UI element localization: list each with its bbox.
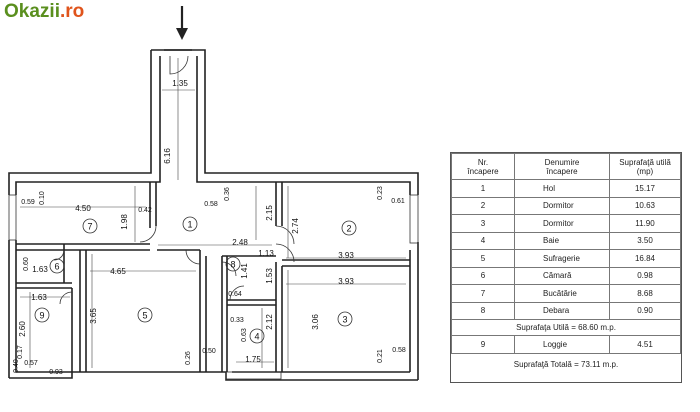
svg-text:8: 8 [230, 260, 235, 270]
dimension-lines [20, 58, 406, 368]
dim-label: 1.53 [265, 268, 274, 284]
dimension-labels: 1.35 6.16 0.36 0.58 2.15 2.74 0.23 0.61 … [13, 79, 406, 376]
room-number-6: 6 [49, 258, 65, 274]
dim-label: 1.41 [240, 263, 249, 279]
dim-label: 0.63 [241, 328, 248, 342]
dim-label: 1.35 [172, 79, 188, 88]
util-area-row: Suprafaţa Utilă = 68.60 m.p. [451, 319, 681, 336]
header-area: Suprafaţă utilă (mp) [609, 153, 681, 180]
header-nr: Nr. încapere [451, 153, 515, 180]
room-number-8: 8 [225, 256, 241, 272]
dim-label: 0.58 [392, 347, 406, 354]
room-number-3: 3 [337, 311, 353, 327]
room-number-4: 4 [249, 328, 265, 344]
logo-suffix: .ro [59, 1, 85, 22]
svg-text:4: 4 [254, 332, 259, 342]
door-swings [53, 55, 295, 305]
dim-label: 0.33 [230, 317, 244, 324]
room-number-5: 5 [137, 307, 153, 323]
svg-text:2: 2 [346, 224, 351, 234]
dim-label: 1.98 [120, 214, 129, 230]
interior-walls [16, 182, 410, 372]
dim-label: 3.06 [311, 314, 320, 330]
dim-label: 0.58 [204, 201, 218, 208]
dim-label: 2.60 [18, 321, 27, 337]
dim-label: 3.93 [338, 251, 354, 260]
dim-label: 0.61 [391, 198, 405, 205]
dim-label: 1.63 [31, 293, 47, 302]
dim-label: 0.26 [185, 351, 192, 365]
dim-label: 4.65 [110, 267, 126, 276]
table-header: Nr. încapere Denumire încapere Suprafaţă… [451, 153, 681, 180]
dim-label: 0.42 [138, 207, 152, 214]
outer-walls [8, 49, 419, 381]
dim-label: 0.21 [377, 349, 384, 363]
dim-label: 6.16 [163, 148, 172, 164]
dim-label: 0.40 [13, 359, 20, 373]
dim-label: 2.12 [265, 314, 274, 330]
dim-label: 2.15 [265, 205, 274, 221]
logo-brand: Okazii [4, 1, 60, 22]
entrance-arrow-icon [176, 6, 188, 40]
okazii-logo: Okazii.ro [4, 0, 84, 24]
dim-label: 1.63 [32, 265, 48, 274]
svg-text:6: 6 [54, 262, 59, 272]
dim-label: 0.59 [21, 199, 35, 206]
dim-label: 3.65 [89, 308, 98, 324]
dim-label: 1.13 [258, 249, 274, 258]
svg-text:1: 1 [187, 220, 192, 230]
svg-text:5: 5 [142, 311, 147, 321]
svg-text:9: 9 [39, 311, 44, 321]
dim-label: 0.57 [24, 360, 38, 367]
dim-label: 2.74 [291, 218, 300, 234]
svg-text:3: 3 [342, 315, 347, 325]
dim-label: 1.75 [245, 355, 261, 364]
dim-label: 0.10 [39, 191, 46, 205]
room-number-1: 1 [182, 216, 198, 232]
dim-label: 4.50 [75, 204, 91, 213]
dim-label: 0.93 [49, 369, 63, 376]
area-legend-table: Nr. încapere Denumire încapere Suprafaţă… [450, 152, 682, 383]
dim-label: 0.23 [377, 186, 384, 200]
room-number-2: 2 [341, 220, 357, 236]
dim-label: 0.17 [17, 345, 24, 359]
total-area: Suprafaţă Totală = 73.11 m.p. [513, 359, 619, 369]
dim-label: 0.50 [202, 348, 216, 355]
room-number-9: 9 [34, 307, 50, 323]
dim-label: 2.48 [232, 238, 248, 247]
room-number-7: 7 [82, 218, 98, 234]
dim-label: 0.60 [23, 257, 30, 271]
header-name: Denumire încapere [514, 153, 610, 180]
dim-label: 0.36 [224, 187, 231, 201]
svg-text:7: 7 [87, 222, 92, 232]
dim-label: 0.64 [228, 291, 242, 298]
dim-label: 3.93 [338, 277, 354, 286]
